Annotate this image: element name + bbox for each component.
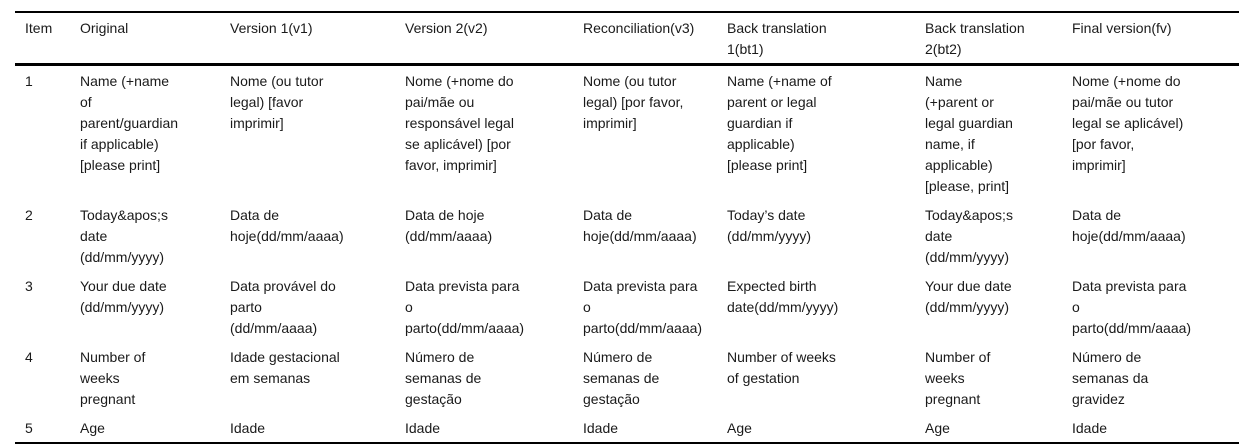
col-header-final-version: Final version(fv) [1072, 20, 1172, 36]
cell-bt1: Age [727, 420, 752, 436]
cell-v3: Data prevista para o parto(dd/mm/aaaa) [583, 278, 703, 336]
cell-v1: Data de hoje(dd/mm/aaaa) [230, 207, 344, 244]
col-header-original: Original [80, 20, 129, 36]
cell-bt2: Age [925, 420, 950, 436]
col-header-back-translation1: Back translation 1(bt1) [727, 20, 827, 57]
cell-bt1: Name (+name of parent or legal guardian … [727, 73, 832, 173]
cell-v3: Número de semanas de gestação [583, 349, 660, 407]
cell-v3: Data de hoje(dd/mm/aaaa) [583, 207, 697, 244]
cell-v2: Data prevista para o parto(dd/mm/aaaa) [405, 278, 525, 336]
cell-item: 3 [25, 278, 33, 294]
translation-versions-table: Item Original Version 1(v1) Version 2(v2… [15, 11, 1239, 444]
cell-bt2: Your due date (dd/mm/yyyy) [925, 278, 1012, 315]
cell-original: Today&apos;s date (dd/mm/yyyy) [80, 207, 168, 265]
header-row: Item Original Version 1(v1) Version 2(v2… [15, 12, 1239, 65]
col-header-item: Item [25, 20, 53, 36]
cell-v1: Data provável do parto (dd/mm/aaaa) [230, 278, 336, 336]
cell-v3: Nome (ou tutor legal) [por favor, imprim… [583, 73, 684, 131]
cell-bt1: Today’s date (dd/mm/yyyy) [727, 207, 811, 244]
cell-v1: Idade gestacional em semanas [230, 349, 340, 386]
col-header-version1: Version 1(v1) [230, 20, 313, 36]
cell-v3: Idade [583, 420, 619, 436]
cell-item: 1 [25, 73, 33, 89]
cell-item: 4 [25, 349, 33, 365]
table-row: 5 Age Idade Idade Idade Age Age Idade [15, 413, 1239, 443]
cell-item: 5 [25, 420, 33, 436]
cell-original: Your due date (dd/mm/yyyy) [80, 278, 167, 315]
cell-bt2: Number of weeks pregnant [925, 349, 991, 407]
col-header-version2: Version 2(v2) [405, 20, 488, 36]
cell-v2: Data de hoje (dd/mm/aaaa) [405, 207, 493, 244]
cell-item: 2 [25, 207, 33, 223]
cell-fv: Número de semanas da gravidez [1072, 349, 1149, 407]
cell-v1: Nome (ou tutor legal) [favor imprimir] [230, 73, 324, 131]
cell-fv: Nome (+nome do pai/mãe ou tutor legal se… [1072, 73, 1184, 173]
table-row: 3 Your due date (dd/mm/yyyy) Data prováv… [15, 271, 1239, 342]
col-header-reconciliation: Reconciliation(v3) [583, 20, 695, 36]
cell-bt2: Name (+parent or legal guardian name, if… [925, 73, 1013, 194]
cell-v2: Número de semanas de gestação [405, 349, 482, 407]
cell-bt1: Expected birth date(dd/mm/yyyy) [727, 278, 839, 315]
cell-original: Name (+name of parent/guardian if applic… [80, 73, 179, 173]
table-row: 4 Number of weeks pregnant Idade gestaci… [15, 342, 1239, 413]
table-row: 1 Name (+name of parent/guardian if appl… [15, 65, 1239, 201]
cell-v1: Idade [230, 420, 266, 436]
cell-fv: Data de hoje(dd/mm/aaaa) [1072, 207, 1186, 244]
cell-bt1: Number of weeks of gestation [727, 349, 836, 386]
cell-original: Number of weeks pregnant [80, 349, 146, 407]
col-header-back-translation2: Back translation 2(bt2) [925, 20, 1025, 57]
cell-v2: Nome (+nome do pai/mãe ou responsável le… [405, 73, 514, 173]
cell-fv: Idade [1072, 420, 1108, 436]
table-row: 2 Today&apos;s date (dd/mm/yyyy) Data de… [15, 200, 1239, 271]
cell-original: Age [80, 420, 105, 436]
cell-v2: Idade [405, 420, 441, 436]
cell-bt2: Today&apos;s date (dd/mm/yyyy) [925, 207, 1013, 265]
cell-fv: Data prevista para o parto(dd/mm/aaaa) [1072, 278, 1192, 336]
